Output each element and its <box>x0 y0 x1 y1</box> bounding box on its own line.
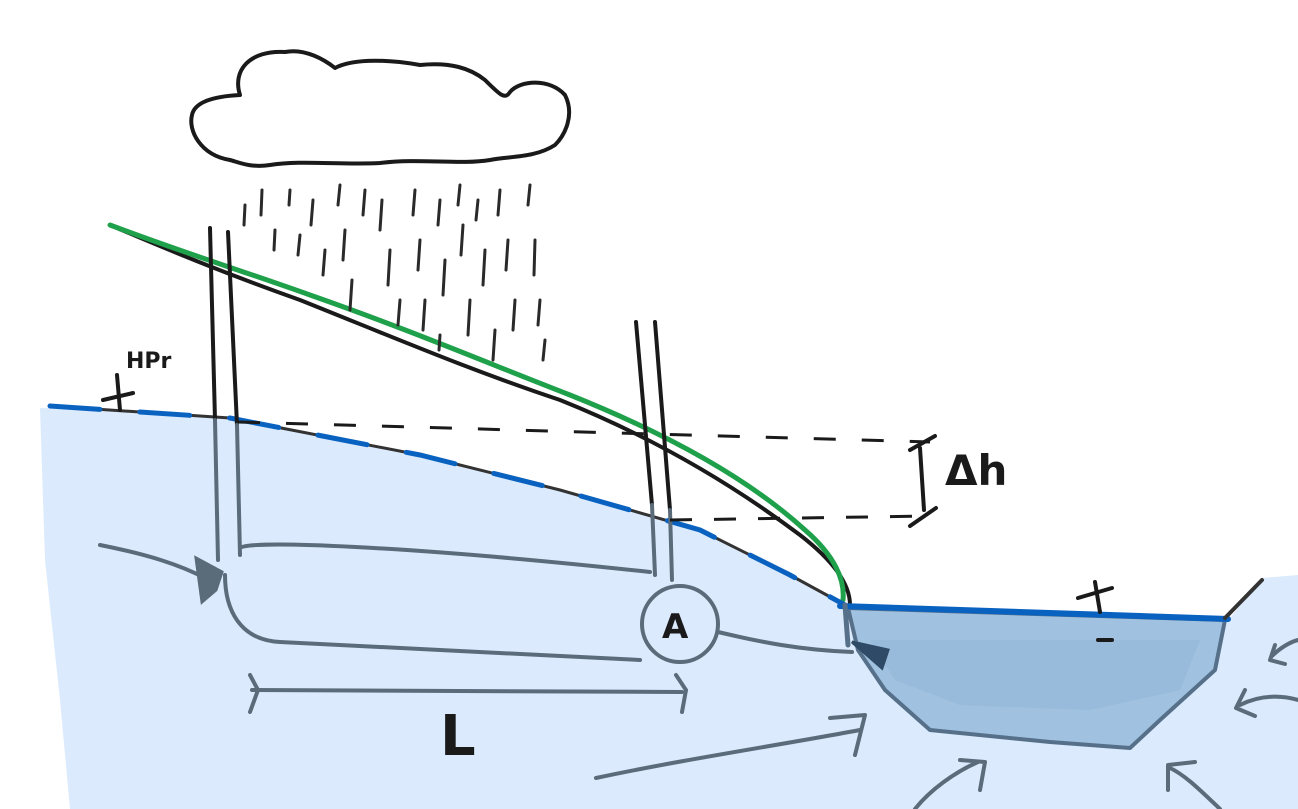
terrain-surface <box>107 222 846 603</box>
water-table <box>47 403 848 608</box>
head-line-upper <box>237 420 931 444</box>
piezometer-right-submerged <box>650 503 674 582</box>
point-a-circle <box>640 584 720 664</box>
well-label: HPr <box>126 349 172 374</box>
distance-label: L <box>440 704 476 769</box>
river-bank-left <box>842 602 851 648</box>
head-difference-dimension <box>908 434 938 528</box>
point-a-label: A <box>662 607 689 647</box>
distance-dimension <box>248 673 689 714</box>
terrain-line <box>108 223 852 607</box>
piezometer-right <box>634 320 672 512</box>
head-line-lower <box>669 514 931 522</box>
rain <box>242 183 547 362</box>
river-shade <box>870 640 1200 710</box>
head-difference-label: Δh <box>945 446 1007 495</box>
piezometer-left-submerged <box>213 418 242 562</box>
piezometer-left <box>208 226 239 427</box>
inflow-arrows <box>594 638 1298 809</box>
water-table-symbol-icon <box>1076 580 1114 642</box>
flow-arrow-head <box>194 555 224 605</box>
outflow-arrow-head <box>851 640 890 671</box>
rain-cloud-icon <box>189 49 572 168</box>
river-surface <box>837 603 1231 622</box>
river-bank-right <box>1223 578 1264 620</box>
water-table-symbol-icon <box>101 373 135 412</box>
